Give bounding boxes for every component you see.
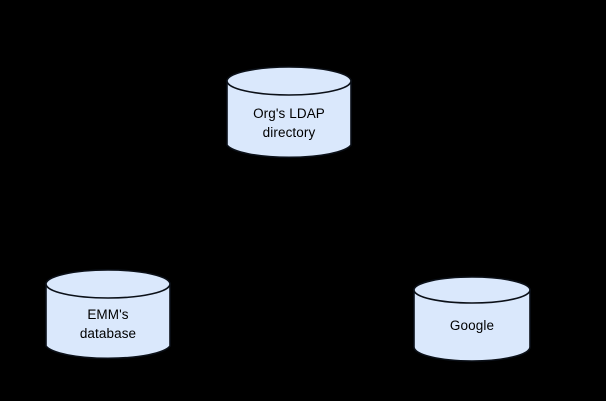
database-cylinder-icon <box>45 269 171 360</box>
database-cylinder-icon <box>226 66 352 159</box>
node-google[interactable]: Google <box>413 276 531 362</box>
node-emm-database[interactable]: EMM's database <box>45 269 171 361</box>
database-cylinder-icon <box>413 276 531 362</box>
node-ldap-directory[interactable]: Org's LDAP directory <box>226 66 352 160</box>
